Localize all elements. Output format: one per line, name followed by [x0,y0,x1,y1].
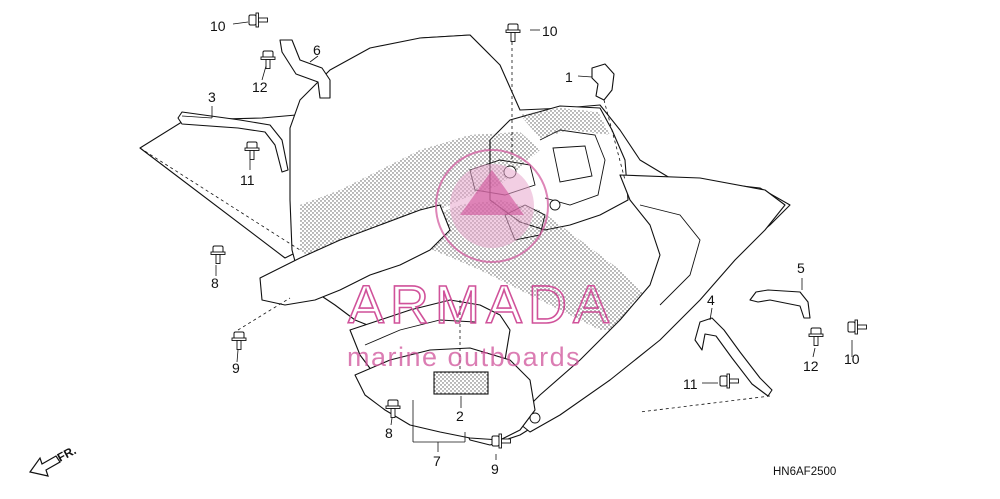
callout-4: 4 [707,292,715,308]
bolt-icon [505,23,521,42]
bolt-icon [210,245,226,264]
callout-6: 6 [313,42,321,58]
callout-5: 5 [797,260,805,276]
watermark-logo-icon [435,149,549,263]
callout-8: 8 [385,425,393,441]
bolt-icon [847,319,867,335]
clip-icon [591,63,615,101]
callout-10: 10 [210,18,226,34]
stay-bracket-icon [749,289,811,319]
diagram-code: HN6AF2500 [773,466,836,478]
callout-labels: 10 6 12 3 11 8 9 10 1 5 4 12 10 11 2 8 7… [208,18,860,477]
callout-2: 2 [456,408,464,424]
watermark-tagline: marine outboards [347,342,581,372]
stay-bracket-icon [279,39,331,99]
bolt-icon [248,12,268,28]
callout-12: 12 [252,79,268,95]
callout-12: 12 [803,358,819,374]
bolt-icon [231,331,247,350]
callout-8: 8 [211,275,219,291]
direction-indicator: FR. [28,443,78,477]
watermark: ARMADA marine outboards [347,149,615,372]
stay-bracket-icon [694,317,773,397]
callout-9: 9 [232,360,240,376]
callout-3: 3 [208,89,216,105]
bolt-icon [808,327,824,346]
callout-1: 1 [565,69,573,85]
stay-bracket-icon [177,111,289,173]
callout-10: 10 [844,351,860,367]
callout-11: 11 [683,376,698,392]
direction-arrow-icon [28,455,61,477]
leader-lines [139,21,853,460]
callout-7: 7 [433,453,441,469]
callout-9: 9 [491,461,499,477]
bolt-icon [719,373,739,389]
watermark-brand: ARMADA [348,275,615,335]
reflector-icon [433,371,489,395]
callout-10: 10 [542,23,558,39]
callout-11: 11 [240,172,255,188]
bolt-icon [260,50,276,69]
